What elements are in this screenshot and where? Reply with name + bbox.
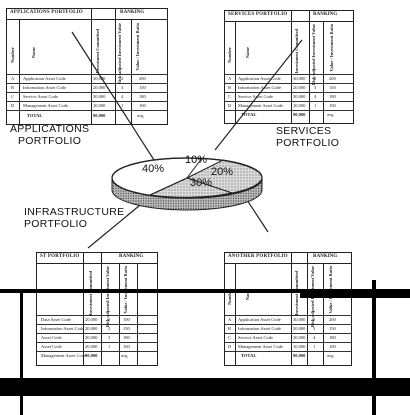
table-title: ST PORTFOLIO [40, 254, 80, 259]
infrastructure-table: ST PORTFOLIO RANKING Investment Committe… [36, 252, 158, 366]
overlay-bar-top [0, 289, 410, 293]
fourth-table: ANOTHER PORTFOLIO RANKING Number Name In… [224, 252, 352, 366]
table-title: APPLICATIONS PORTFOLIO [10, 10, 83, 15]
applications-portfolio-label: APPLICATIONS PORTFOLIO [10, 123, 90, 147]
overlay-bar-top-right [300, 292, 410, 298]
overlay-post-left [20, 289, 23, 415]
table-header: APPLICATIONS PORTFOLIO RANKING [7, 9, 167, 20]
table-title: SERVICES PORTFOLIO [228, 12, 288, 17]
pie-label-services: 10% [185, 154, 208, 166]
pie-label-fourth: 20% [211, 166, 234, 178]
services-table: SERVICES PORTFOLIO RANKING Number Name I… [224, 10, 354, 124]
applications-table: APPLICATIONS PORTFOLIO RANKING Number Na… [6, 8, 168, 125]
pie-label-infrastructure: 30% [190, 177, 213, 189]
pie-label-applications: 40% [142, 163, 165, 175]
col-investment: Investment Committed [88, 271, 93, 316]
services-portfolio-label: SERVICES PORTFOLIO [276, 125, 340, 149]
connector-line-services [214, 39, 303, 151]
pie-divider [149, 177, 188, 196]
table-header: ST PORTFOLIO RANKING [37, 253, 157, 264]
table-header: SERVICES PORTFOLIO RANKING [225, 11, 353, 22]
overlay-post-right [372, 280, 376, 415]
infrastructure-portfolio-label: INFRASTRUCTURE PORTFOLIO [24, 206, 125, 230]
ranking-header: RANKING [313, 254, 338, 259]
ranking-header: RANKING [120, 10, 145, 15]
table-title: ANOTHER PORTFOLIO [228, 254, 288, 259]
ranking-header: RANKING [119, 254, 144, 259]
col-investment: Investment Committed [294, 271, 299, 316]
ranking-header: RANKING [313, 12, 338, 17]
table-header: ANOTHER PORTFOLIO RANKING [225, 253, 351, 264]
pie-divider [186, 157, 203, 179]
overlay-bar-bottom [0, 378, 410, 396]
connector-line-applications [71, 31, 155, 161]
